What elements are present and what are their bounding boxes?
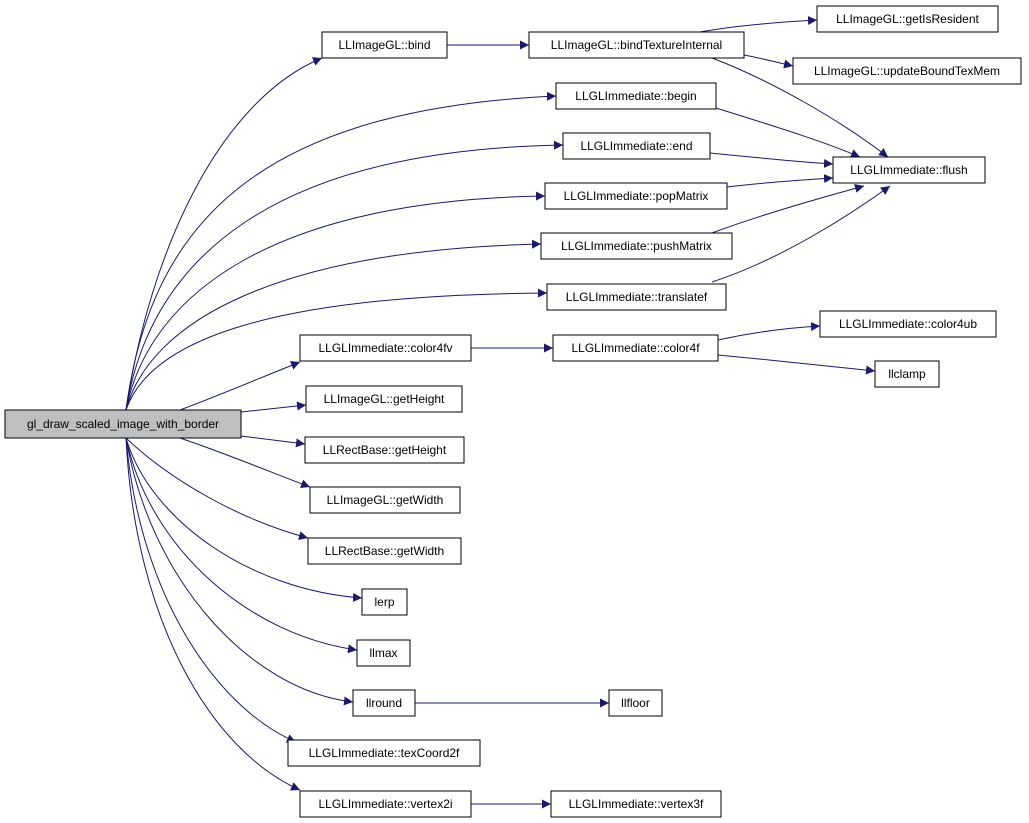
edges <box>125 15 891 809</box>
edge-root-to-translatef <box>125 288 548 411</box>
node-translatef-label: LLGLImmediate::translatef <box>566 290 708 304</box>
edge-bindtextureinternal-to-flush <box>711 57 889 158</box>
edge-pushmatrix-to-flush <box>711 184 865 234</box>
node-llround-label: llround <box>366 696 402 710</box>
node-vertex3f[interactable]: LLGLImmediate::vertex3f <box>550 790 722 818</box>
node-popmatrix-label: LLGLImmediate::popMatrix <box>564 189 709 203</box>
node-root[interactable]: gl_draw_scaled_image_with_border <box>4 409 242 439</box>
node-flush[interactable]: LLGLImmediate::flush <box>832 156 986 184</box>
node-llclamp[interactable]: llclamp <box>874 360 940 388</box>
node-translatef[interactable]: LLGLImmediate::translatef <box>546 283 727 311</box>
edge-root-to-imggetheight <box>240 401 307 413</box>
edge-popmatrix-to-flush <box>726 174 834 188</box>
node-llfloor[interactable]: llfloor <box>608 689 663 717</box>
node-updateboundtexmem[interactable]: LLImageGL::updateBoundTexMem <box>792 57 1022 85</box>
node-begin[interactable]: LLGLImmediate::begin <box>555 82 717 110</box>
edge-root-to-imggetwidth <box>179 437 311 489</box>
node-bindtextureinternal[interactable]: LLImageGL::bindTextureInternal <box>528 31 745 59</box>
edge-color4f-to-llclamp <box>717 354 876 375</box>
node-getisresident-label: LLImageGL::getIsResident <box>836 12 979 26</box>
edge-root-to-rectgetwidth <box>125 437 309 541</box>
node-begin-label: LLGLImmediate::begin <box>575 89 696 103</box>
edge-end-to-flush <box>709 152 834 168</box>
node-rectgetheight[interactable]: LLRectBase::getHeight <box>304 436 465 464</box>
node-getisresident[interactable]: LLImageGL::getIsResident <box>816 5 999 33</box>
node-rectgetwidth[interactable]: LLRectBase::getWidth <box>307 537 462 565</box>
node-pushmatrix[interactable]: LLGLImmediate::pushMatrix <box>540 232 733 260</box>
edge-root-to-lerp <box>125 437 363 602</box>
edge-root-to-vertex2i <box>125 437 301 791</box>
node-imggetheight[interactable]: LLImageGL::getHeight <box>305 385 463 413</box>
edge-bindtextureinternal-to-updateboundtexmem <box>743 54 794 69</box>
node-lerp-label: lerp <box>374 595 394 609</box>
node-llmax-label: llmax <box>369 646 397 660</box>
edge-root-to-begin <box>125 91 557 411</box>
node-color4fv[interactable]: LLGLImmediate::color4fv <box>299 334 472 362</box>
node-bindtextureinternal-label: LLImageGL::bindTextureInternal <box>551 38 722 52</box>
node-color4ub[interactable]: LLGLImmediate::color4ub <box>819 310 997 338</box>
edge-root-to-texcoord2f <box>125 437 297 743</box>
node-llclamp-label: llclamp <box>888 367 926 381</box>
node-pushmatrix-label: LLGLImmediate::pushMatrix <box>561 239 712 253</box>
node-flush-label: LLGLImmediate::flush <box>850 163 967 177</box>
node-imggetwidth-label: LLImageGL::getWidth <box>327 493 444 507</box>
node-end[interactable]: LLGLImmediate::end <box>562 132 711 160</box>
node-rectgetheight-label: LLRectBase::getHeight <box>323 443 447 457</box>
edge-begin-to-flush <box>715 107 861 158</box>
node-bind[interactable]: LLImageGL::bind <box>321 31 448 59</box>
edge-bindtextureinternal-to-getisresident <box>699 15 818 33</box>
node-popmatrix[interactable]: LLGLImmediate::popMatrix <box>544 182 728 210</box>
edge-color4f-to-color4ub <box>717 322 821 341</box>
node-end-label: LLGLImmediate::end <box>580 139 692 153</box>
edge-root-to-llmax <box>125 437 358 654</box>
edge-translatef-to-flush <box>711 185 891 283</box>
node-llround[interactable]: llround <box>352 689 416 717</box>
edge-root-to-color4fv <box>179 361 301 411</box>
node-vertex3f-label: LLGLImmediate::vertex3f <box>569 797 704 811</box>
edge-root-to-llround <box>125 437 354 706</box>
edge-root-to-bind <box>125 57 323 411</box>
edge-root-to-rectgetheight <box>240 435 306 448</box>
node-bind-label: LLImageGL::bind <box>338 38 430 52</box>
edge-root-to-popmatrix <box>125 191 546 411</box>
node-llfloor-label: llfloor <box>621 696 650 710</box>
node-imggetheight-label: LLImageGL::getHeight <box>324 392 445 406</box>
node-lerp[interactable]: lerp <box>361 588 408 616</box>
nodes: gl_draw_scaled_image_with_border LLImage… <box>4 5 1022 818</box>
edge-root-to-end <box>125 140 564 411</box>
node-root-label: gl_draw_scaled_image_with_border <box>27 417 219 431</box>
node-updateboundtexmem-label: LLImageGL::updateBoundTexMem <box>814 64 1000 78</box>
node-vertex2i-label: LLGLImmediate::vertex2i <box>318 797 452 811</box>
node-color4fv-label: LLGLImmediate::color4fv <box>318 341 452 355</box>
node-llmax[interactable]: llmax <box>356 639 411 667</box>
node-texcoord2f[interactable]: LLGLImmediate::texCoord2f <box>287 739 481 767</box>
node-color4f[interactable]: LLGLImmediate::color4f <box>552 334 719 362</box>
edge-root-to-pushmatrix <box>125 239 542 411</box>
node-vertex2i[interactable]: LLGLImmediate::vertex2i <box>299 790 472 818</box>
node-texcoord2f-label: LLGLImmediate::texCoord2f <box>309 746 460 760</box>
node-imggetwidth[interactable]: LLImageGL::getWidth <box>309 486 461 514</box>
node-color4f-label: LLGLImmediate::color4f <box>571 341 700 355</box>
node-color4ub-label: LLGLImmediate::color4ub <box>839 317 977 331</box>
node-rectgetwidth-label: LLRectBase::getWidth <box>325 544 444 558</box>
